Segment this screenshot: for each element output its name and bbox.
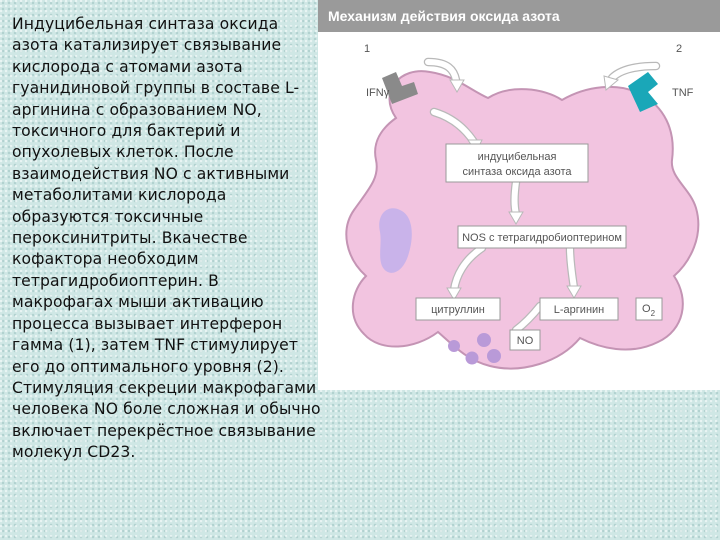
l-arginine-label: L-аргинин (554, 304, 604, 316)
arrow-head (508, 211, 524, 225)
ifn-receptor (382, 72, 418, 104)
ifn-gamma-label: IFNγ (366, 87, 390, 99)
citrulline-label: цитруллин (431, 304, 485, 316)
inos-label-line1: индуцибельная (478, 151, 557, 163)
figure-title-bar (318, 0, 720, 32)
arrows (423, 57, 661, 335)
nitric-oxide-box (509, 329, 541, 351)
label-1: 1 (364, 43, 370, 55)
inducible-no-synthase-box (445, 143, 589, 183)
tnf-label: TNF (672, 87, 694, 99)
nitric-oxide-mechanism-figure: Механизм действия оксида азота 1 2 IFNγ … (318, 0, 720, 390)
granule (477, 333, 491, 347)
body-text: Индуцибельная синтаза оксида азота катал… (12, 15, 321, 462)
nitric-oxide-label: NO (517, 335, 534, 347)
mechanism-diagram: Механизм действия оксида азота 1 2 IFNγ … (318, 0, 720, 370)
arrow-head (566, 285, 582, 299)
arrow-head (603, 75, 620, 91)
nos-tetrahydrobiopterin-box (457, 225, 627, 249)
arrow-head (446, 287, 462, 301)
figure-title: Механизм действия оксида азота (328, 8, 560, 24)
granule (465, 351, 479, 365)
arrow-head (449, 79, 465, 93)
nucleus (379, 208, 412, 273)
inos-label-line2: синтаза оксида азота (463, 166, 573, 178)
granule (448, 340, 460, 352)
oxygen-box (635, 297, 663, 321)
granule (487, 349, 501, 363)
nos-label: NOS с тетрагидробиоптерином (462, 232, 622, 244)
citrulline-box (415, 297, 501, 321)
macrophage-cell (345, 70, 700, 370)
label-2: 2 (676, 43, 682, 55)
tnf-receptor (628, 72, 658, 112)
l-arginine-box (539, 297, 619, 321)
oxygen-label: O2 (642, 303, 656, 318)
